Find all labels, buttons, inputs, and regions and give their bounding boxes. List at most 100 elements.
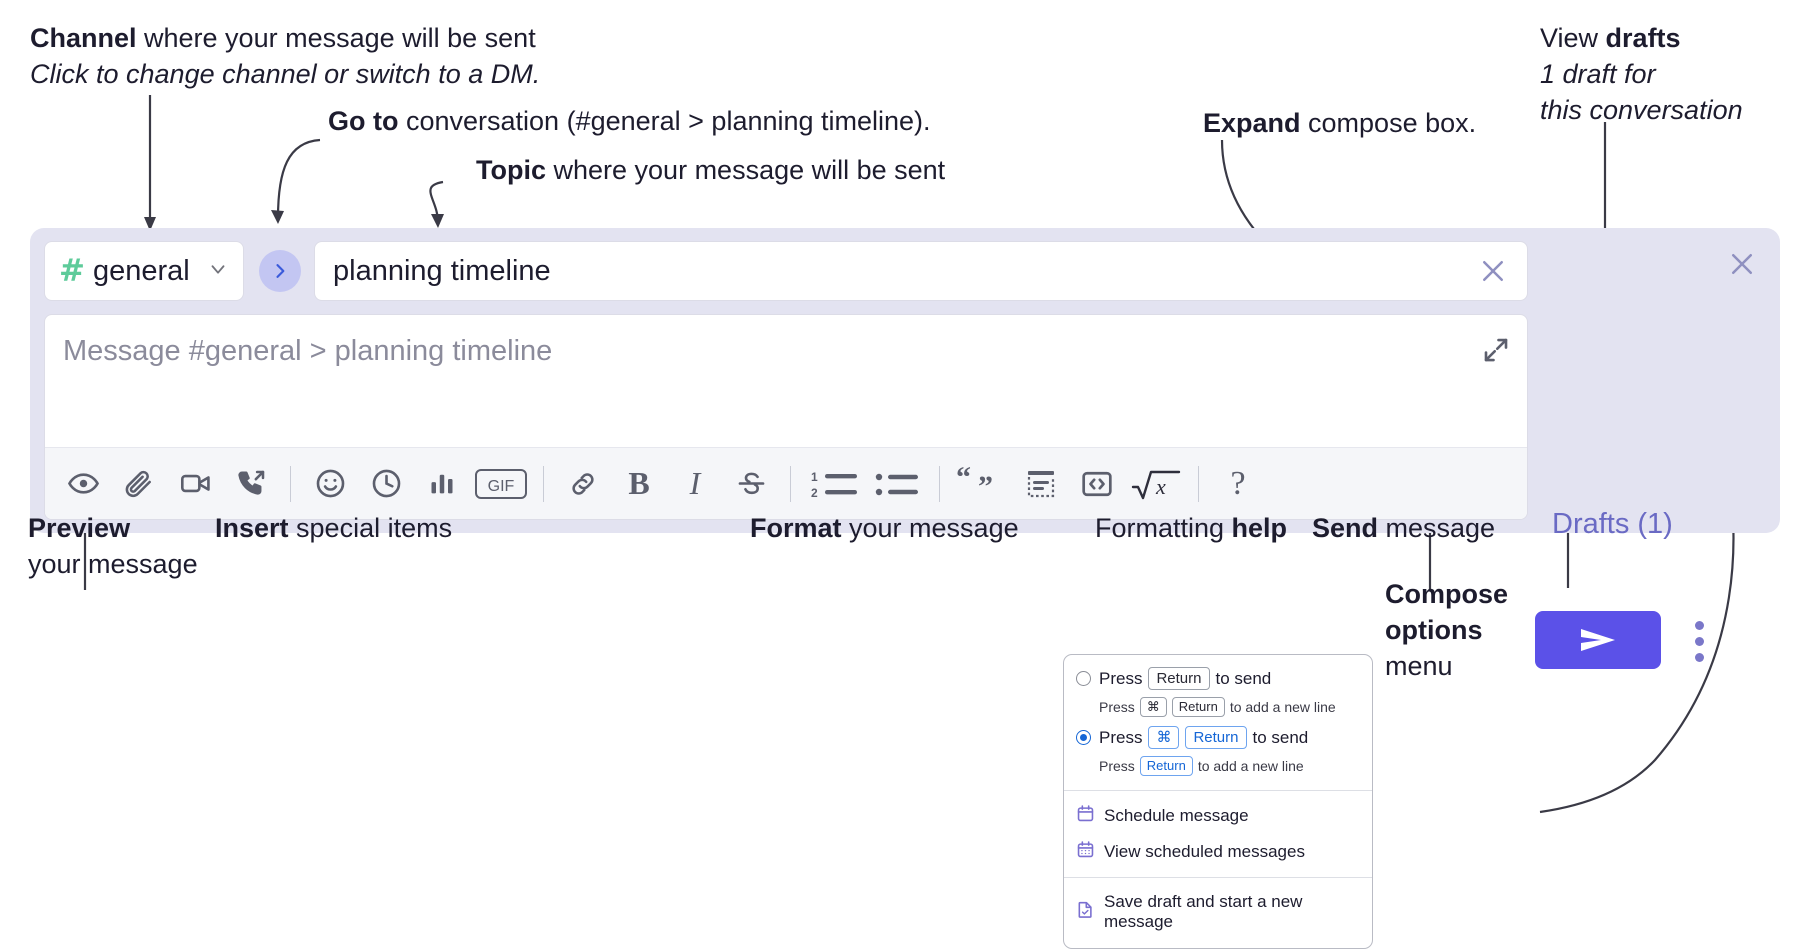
strikethrough-icon[interactable] [723, 456, 779, 512]
send-icon [1581, 629, 1615, 651]
annotation-drafts-lead: View [1540, 23, 1606, 53]
blockquote-icon[interactable]: “ ” [951, 456, 1013, 512]
channel-name-label: general [92, 254, 190, 287]
toolbar-separator [1198, 465, 1199, 502]
svg-text:1: 1 [811, 470, 818, 484]
send-mode-pre: Press [1099, 668, 1143, 688]
latex-icon[interactable]: x [1125, 456, 1187, 512]
calendar-icon [1076, 804, 1095, 828]
svg-text:2: 2 [811, 486, 818, 500]
topic-value: planning timeline [333, 254, 551, 287]
preview-icon[interactable] [55, 456, 111, 512]
compose-inner: # general planning timeline Message #gen… [44, 240, 1528, 521]
menu-item-label: Schedule message [1104, 806, 1249, 825]
close-icon[interactable] [1473, 251, 1513, 291]
kbd-return: Return [1148, 667, 1210, 690]
compose-options-menu: Press Return to send Press ⌘ Return to a… [1063, 654, 1373, 949]
poll-icon[interactable] [414, 456, 470, 512]
annotation-preview-bold: Preview [28, 513, 131, 543]
send-mode-option[interactable]: Press ⌘ Return to send [1076, 724, 1360, 751]
send-mode-sub-post: to add a new line [1197, 758, 1304, 774]
annotation-preview: Preview your message [28, 510, 198, 582]
video-icon[interactable] [167, 456, 223, 512]
send-mode-section: Press Return to send Press ⌘ Return to a… [1064, 655, 1372, 790]
annotation-compose-options-bold1: Compose [1385, 579, 1509, 609]
annotation-compose-options: Compose options menu [1385, 576, 1508, 684]
annotation-insert-rest: special items [288, 513, 453, 543]
save-draft-icon [1076, 900, 1095, 924]
annotation-channel-rest: where your message will be sent [136, 23, 536, 53]
menu-divider [1064, 877, 1372, 878]
chevron-down-icon [207, 258, 229, 285]
bold-icon[interactable]: B [628, 465, 650, 501]
annotation-drafts: View drafts 1 draft for this conversatio… [1540, 20, 1743, 128]
radio-selected[interactable] [1076, 730, 1091, 745]
annotation-expand-rest: compose box. [1300, 108, 1477, 138]
send-mode-option[interactable]: Press Return to send [1076, 665, 1360, 692]
italic-icon[interactable]: I [689, 465, 701, 501]
send-button[interactable] [1535, 611, 1661, 669]
annotation-goto-rest: conversation (#general > planning timeli… [398, 106, 931, 136]
drafts-link[interactable]: Drafts (1) [1552, 508, 1673, 540]
annotation-compose-options-rest: menu [1385, 651, 1453, 681]
link-icon[interactable] [555, 456, 611, 512]
emoji-icon[interactable] [302, 456, 358, 512]
menu-divider [1064, 790, 1372, 791]
annotation-format: Format your message [750, 510, 1019, 546]
annotation-channel: Channel where your message will be sent … [30, 20, 540, 92]
kebab-dot [1694, 636, 1704, 646]
compose-panel: # general planning timeline Message #gen… [30, 228, 1780, 669]
send-mode-subtext: Press ⌘ Return to add a new line [1099, 697, 1360, 717]
annotation-drafts-italic2: this conversation [1540, 95, 1743, 125]
annotation-help-lead: Formatting [1095, 513, 1232, 543]
audio-call-icon[interactable] [223, 456, 279, 512]
annotation-expand: Expand compose box. [1203, 105, 1476, 141]
gif-icon[interactable]: GIF [470, 456, 532, 512]
kbd-command: ⌘ [1148, 726, 1180, 749]
radio-unselected[interactable] [1076, 671, 1091, 686]
annotation-topic: Topic where your message will be sent [476, 152, 945, 188]
send-mode-label: Press Return to send [1099, 667, 1271, 690]
clock-icon[interactable] [358, 456, 414, 512]
kebab-dot [1694, 652, 1704, 662]
attachment-icon[interactable] [111, 456, 167, 512]
topic-input[interactable]: planning timeline [314, 241, 1528, 301]
annotation-expand-bold: Expand [1203, 108, 1301, 138]
compose-options-button[interactable] [1685, 613, 1713, 669]
svg-text:GIF: GIF [488, 478, 515, 495]
annotation-send: Send message [1312, 510, 1495, 546]
menu-item-save-draft[interactable]: Save draft and start a new message [1064, 886, 1372, 938]
kbd-command: ⌘ [1139, 697, 1167, 717]
channel-selector[interactable]: # general [44, 241, 244, 301]
send-mode-subtext: Press Return to add a new line [1099, 756, 1360, 776]
toolbar-separator [939, 465, 940, 502]
annotation-compose-options-bold2: options [1385, 615, 1483, 645]
message-compose-box[interactable]: Message #general > planning timeline [44, 314, 1528, 520]
kbd-return: Return [1185, 726, 1247, 749]
annotation-goto-bold: Go to [328, 106, 399, 136]
svg-text:x: x [1155, 474, 1166, 499]
kbd-return: Return [1139, 756, 1193, 776]
menu-item-view-scheduled-messages[interactable]: View scheduled messages [1064, 834, 1372, 870]
code-block-icon[interactable] [1013, 456, 1069, 512]
expand-icon[interactable] [1479, 333, 1513, 367]
menu-item-schedule-message[interactable]: Schedule message [1064, 798, 1372, 834]
annotation-send-bold: Send [1312, 513, 1379, 543]
help-icon[interactable]: ? [1230, 464, 1246, 502]
annotation-goto: Go to conversation (#general > planning … [328, 103, 931, 139]
send-mode-post: to send [1215, 668, 1272, 688]
kebab-dot [1694, 620, 1704, 630]
send-mode-sub-pre: Press [1099, 758, 1135, 774]
hash-icon: # [59, 252, 85, 289]
bulleted-list-icon[interactable] [868, 456, 928, 512]
svg-text:”: ” [978, 470, 993, 502]
goto-conversation-button[interactable] [259, 250, 301, 292]
ordered-list-icon[interactable]: 1 2 [802, 456, 868, 512]
send-mode-sub-post: to add a new line [1229, 699, 1336, 715]
annotation-channel-italic: Click to change channel or switch to a D… [30, 59, 541, 89]
calendar-grid-icon [1076, 840, 1095, 864]
panel-close-button[interactable] [1722, 244, 1762, 284]
code-icon[interactable] [1069, 456, 1125, 512]
annotation-channel-bold: Channel [30, 23, 137, 53]
toolbar-separator [290, 465, 291, 502]
